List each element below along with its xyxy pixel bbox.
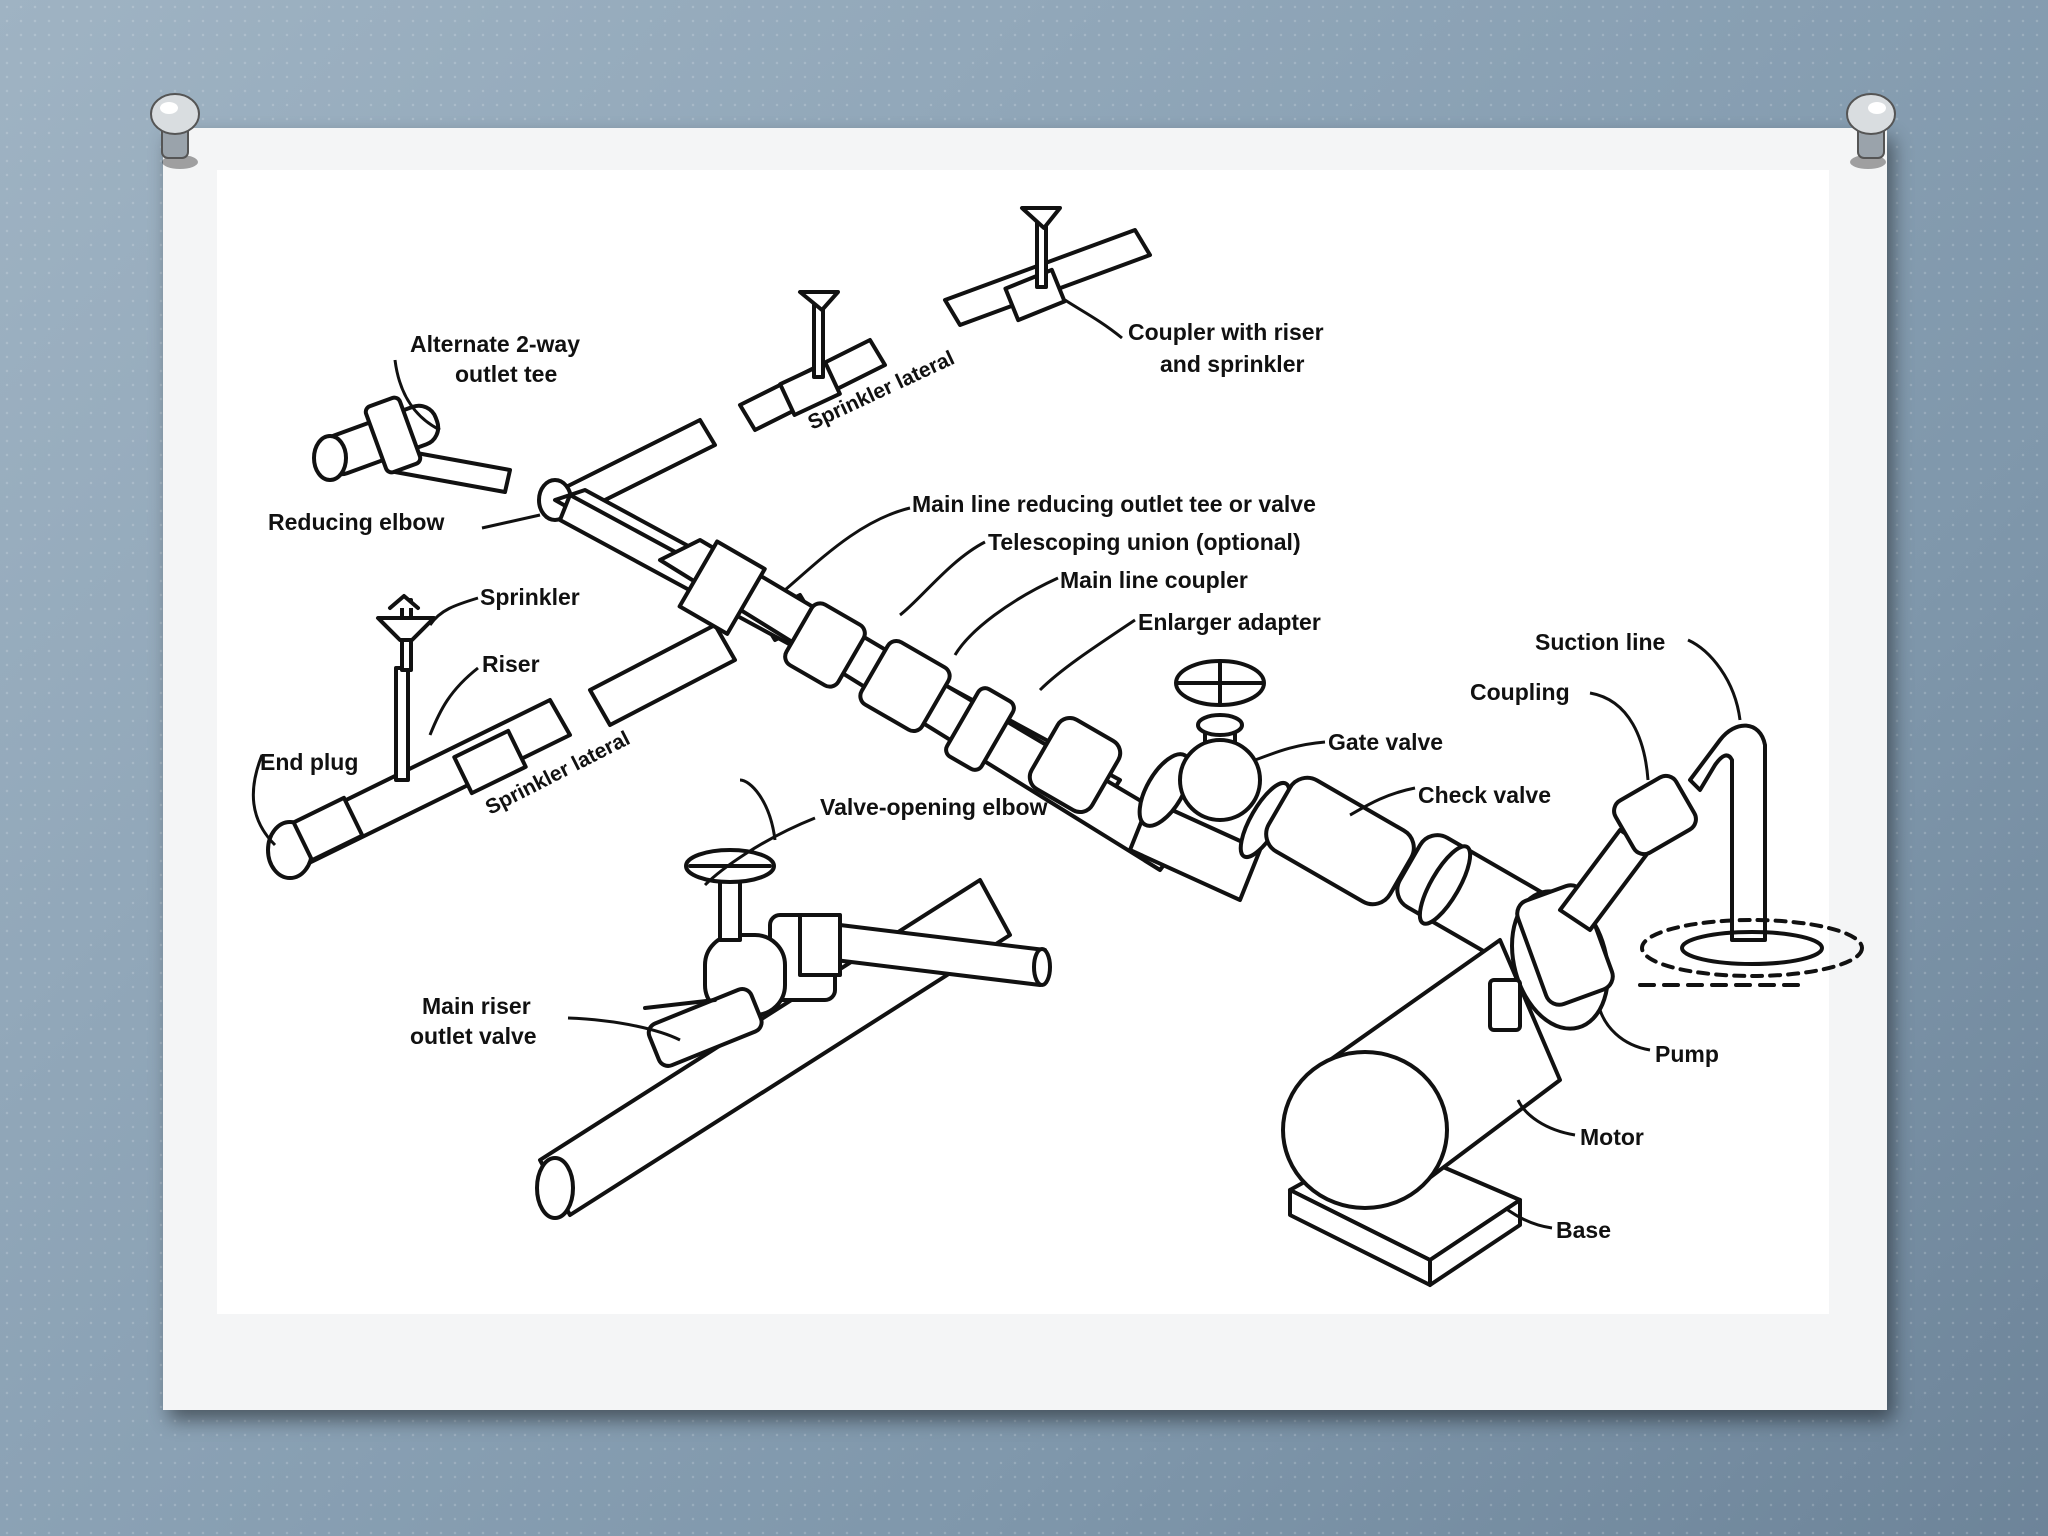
- label-enlarger-adapter: Enlarger adapter: [1138, 609, 1321, 635]
- label-coupling: Coupling: [1470, 679, 1570, 705]
- label-reducing-elbow: Reducing elbow: [268, 509, 444, 535]
- pushpin-icon: [1846, 93, 1896, 169]
- label-riser: Riser: [482, 651, 540, 677]
- label-base: Base: [1556, 1217, 1611, 1243]
- label-main-line-tee: Main line reducing outlet tee or valve: [912, 491, 1316, 517]
- alternate-outlet-tee: [312, 395, 512, 494]
- pushpin-icon: [150, 93, 200, 169]
- leader-lines: [251, 298, 1742, 1230]
- label-end-plug: End plug: [260, 749, 358, 775]
- label-valve-opening-elbow: Valve-opening elbow: [820, 794, 1048, 820]
- upper-sprinkler-lateral: [537, 206, 1152, 522]
- gate-valve: [1174, 659, 1266, 822]
- label-sprinkler: Sprinkler: [480, 584, 580, 610]
- pump-assembly: [1281, 883, 1615, 1287]
- label-gate-valve: Gate valve: [1328, 729, 1443, 755]
- label-coupler-line1: Coupler with riser: [1128, 319, 1324, 345]
- label-motor: Motor: [1580, 1124, 1644, 1150]
- label-main-riser-line1: Main riser: [422, 993, 531, 1019]
- label-pump: Pump: [1655, 1041, 1719, 1067]
- label-coupler-line2: and sprinkler: [1160, 351, 1304, 377]
- suction-line: [1558, 723, 1864, 987]
- label-main-line-coupler: Main line coupler: [1060, 567, 1248, 593]
- riser-valve-assembly: [535, 848, 1052, 1220]
- label-alternate-tee-line1: Alternate 2-way: [410, 331, 580, 357]
- label-check-valve: Check valve: [1418, 782, 1551, 808]
- label-alternate-tee-line2: outlet tee: [455, 361, 557, 387]
- lower-sprinkler-lateral: [266, 593, 817, 880]
- main-line: [553, 488, 1555, 967]
- label-suction-line: Suction line: [1535, 629, 1665, 655]
- label-main-riser-line2: outlet valve: [410, 1023, 537, 1049]
- label-telescoping-union: Telescoping union (optional): [988, 529, 1301, 555]
